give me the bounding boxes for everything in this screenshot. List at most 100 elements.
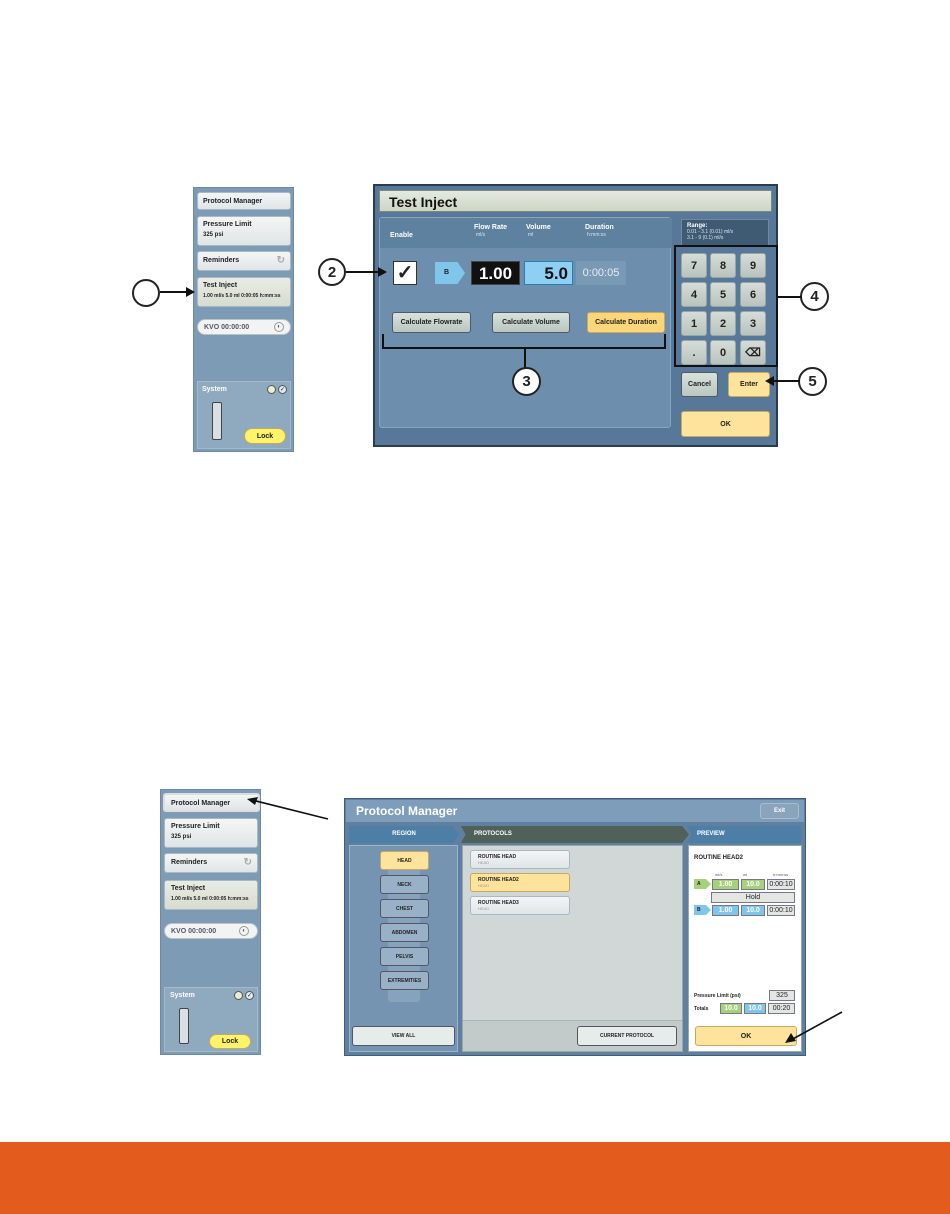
key-3[interactable]: 3	[740, 311, 766, 336]
region-extremities[interactable]: EXTREMITIES	[380, 971, 429, 990]
key-5[interactable]: 5	[710, 282, 736, 307]
enable-checkbox[interactable]: ✓	[393, 261, 417, 285]
kvo-toggle[interactable]: KVO 00:00:00 ◐	[197, 319, 291, 335]
region-abdomen[interactable]: ABDOMEN	[380, 923, 429, 942]
volume-field[interactable]: 5.0	[524, 261, 573, 285]
pressure-limit-value: 325	[769, 990, 795, 1001]
pressure-limit-button[interactable]: Pressure Limit 325 psi	[164, 818, 258, 848]
preview-col-volume: ml	[743, 872, 748, 877]
volume-value: 5.0	[544, 264, 568, 283]
region-neck-label: NECK	[397, 881, 412, 888]
protocol-item-3[interactable]: ROUTINE HEAD3 HEAD	[470, 896, 570, 915]
phase-a-label: A	[697, 881, 701, 887]
system-status-icon	[267, 385, 276, 394]
footer-bar	[0, 1142, 950, 1214]
preview-header: PREVIEW	[687, 826, 801, 843]
key-2[interactable]: 2	[710, 311, 736, 336]
key-3-label: 3	[749, 317, 757, 330]
backspace-key[interactable]: ⌫	[740, 340, 766, 365]
calculate-flowrate-button[interactable]: Calculate Flowrate	[392, 312, 471, 333]
pressure-limit-value: 325 psi	[203, 232, 224, 238]
phase-a-flow-value: 1.00	[718, 881, 733, 888]
cancel-button[interactable]: Cancel	[681, 372, 718, 397]
current-protocol-button[interactable]: CURRENT PROTOCOL	[577, 1026, 677, 1046]
region-chest[interactable]: CHEST	[380, 899, 429, 918]
pressure-limit-label: Pressure Limit	[203, 221, 252, 228]
arrow-to-ok	[785, 1011, 843, 1043]
cancel-label: Cancel	[688, 381, 711, 388]
total-b-value: 10.0	[748, 1005, 762, 1012]
preview-ok-button[interactable]: OK	[695, 1026, 797, 1046]
reminders-button[interactable]: Reminders ↻	[164, 853, 258, 873]
key-4-label: 4	[690, 288, 698, 301]
pressure-limit-value: 325 psi	[171, 834, 192, 840]
protocols-header: PROTOCOLS	[461, 826, 689, 843]
duration-field[interactable]: 0:00:05	[576, 261, 626, 285]
key-decimal[interactable]: .	[681, 340, 707, 365]
ok-label: OK	[720, 420, 731, 428]
preview-ok-label: OK	[740, 1032, 752, 1040]
key-1[interactable]: 1	[681, 311, 707, 336]
region-column: HEAD NECK CHEST ABDOMEN PELVIS EXTREMITI…	[349, 845, 458, 1052]
enter-button[interactable]: Enter	[728, 372, 770, 397]
drop-icon: ◐	[274, 322, 284, 332]
pressure-limit-number: 325	[776, 992, 788, 999]
key-7[interactable]: 7	[681, 253, 707, 278]
reminders-button[interactable]: Reminders ↻	[197, 251, 291, 271]
test-inject-button[interactable]: Test Inject 1.00 ml/s 5.0 ml 0:00:05 h:m…	[197, 277, 291, 307]
lock-button[interactable]: Lock	[244, 428, 286, 444]
protocol-manager-button[interactable]: Protocol Manager	[163, 793, 260, 812]
key-9[interactable]: 9	[740, 253, 766, 278]
calculate-volume-button[interactable]: Calculate Volume	[492, 312, 570, 333]
exit-button[interactable]: Exit	[760, 803, 799, 819]
totals-label: Totals	[694, 1006, 709, 1012]
system-label: System	[170, 992, 195, 999]
view-all-button[interactable]: VIEW ALL	[352, 1026, 455, 1046]
calculate-volume-label: Calculate Volume	[502, 319, 560, 326]
phase-a-duration-value: 0:00:10	[769, 881, 793, 888]
calculate-flowrate-label: Calculate Flowrate	[400, 319, 463, 326]
protocol-item-2[interactable]: ROUTINE HEAD2 HEAD	[470, 873, 570, 892]
total-b: 10.0	[744, 1003, 766, 1014]
region-pelvis[interactable]: PELVIS	[380, 947, 429, 966]
range-label: Range:	[687, 223, 708, 229]
protocol-manager-label: Protocol Manager	[203, 198, 263, 205]
key-4[interactable]: 4	[681, 282, 707, 307]
region-neck[interactable]: NECK	[380, 875, 429, 894]
callout-arrow-5	[765, 376, 800, 386]
refresh-icon: ↻	[276, 255, 285, 266]
kvo-toggle[interactable]: KVO 00:00:00 ◐	[164, 923, 258, 939]
key-7-label: 7	[690, 259, 698, 272]
drop-icon: ◐	[239, 926, 249, 936]
phase-b-indicator: B	[694, 905, 711, 915]
pressure-limit-button[interactable]: Pressure Limit 325 psi	[197, 216, 291, 246]
protocol-manager-button[interactable]: Protocol Manager	[197, 192, 291, 210]
system-panel: System ✓ Lock	[197, 381, 291, 449]
system-status-icon	[234, 991, 243, 1000]
reminders-label: Reminders	[171, 859, 208, 866]
protocol-item-1[interactable]: ROUTINE HEAD HEAD	[470, 850, 570, 869]
test-inject-button[interactable]: Test Inject 1.00 ml/s 5.0 ml 0:00:05 h:m…	[164, 880, 258, 910]
callout-2: 2	[318, 258, 346, 286]
region-head-label: HEAD	[397, 857, 412, 864]
enter-label: Enter	[740, 381, 758, 388]
bottom-sidebar: Protocol Manager Pressure Limit 325 psi …	[160, 789, 261, 1055]
lock-button[interactable]: Lock	[209, 1034, 251, 1049]
test-inject-detail: 1.00 ml/s 5.0 ml 0:00:05 h:mm:ss	[203, 293, 281, 299]
key-6[interactable]: 6	[740, 282, 766, 307]
key-8[interactable]: 8	[710, 253, 736, 278]
system-label: System	[202, 386, 227, 393]
key-0[interactable]: 0	[710, 340, 736, 365]
test-inject-dialog: Test Inject Enable Flow Rate ml/s Volume…	[373, 184, 778, 447]
protocol-item-3-name: ROUTINE HEAD3	[478, 900, 519, 906]
callout-arrow-test-inject	[160, 287, 195, 297]
kvo-label: KVO 00:00:00	[204, 324, 250, 331]
calculate-duration-button[interactable]: Calculate Duration	[587, 312, 665, 333]
refresh-icon: ↻	[243, 857, 252, 868]
keypad-panel: Range: 0.01 - 3.1 (0.01) ml/s 3.1 - 9 (0…	[677, 217, 772, 442]
ok-button[interactable]: OK	[681, 411, 770, 437]
range-info: Range: 0.01 - 3.1 (0.01) ml/s 3.1 - 9 (0…	[681, 219, 769, 247]
flow-rate-field[interactable]: 1.00	[471, 261, 520, 285]
region-head[interactable]: HEAD	[380, 851, 429, 870]
current-protocol-label: CURRENT PROTOCOL	[599, 1033, 655, 1039]
